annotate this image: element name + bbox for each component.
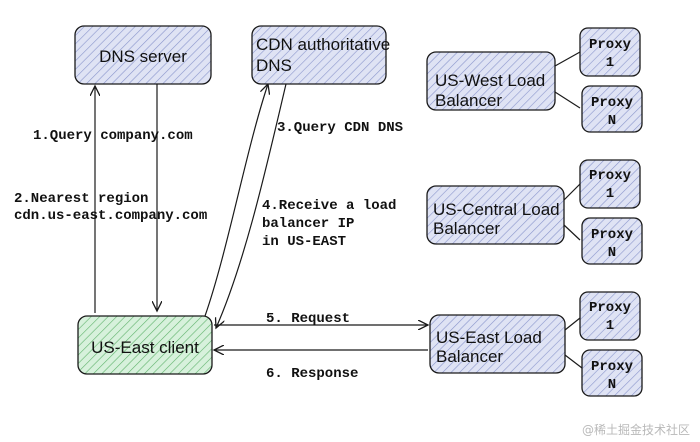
- step4-label-line2: balancer IP: [262, 216, 354, 232]
- proxy-west-n-label: Proxy: [591, 95, 634, 111]
- flow-arrows: [95, 84, 428, 350]
- step6-label: 6. Response: [266, 366, 358, 382]
- cdn-dns-label-line1: CDN authoritative: [256, 35, 390, 54]
- connector-central-n: [563, 224, 581, 241]
- proxy-central-1-index: 1: [606, 186, 614, 202]
- lb-proxy-connectors: [554, 51, 583, 369]
- us-east-lb-label-line2: Balancer: [436, 347, 503, 366]
- proxy-east-1-label: Proxy: [589, 300, 632, 316]
- us-east-lb-label-line1: US-East Load: [436, 328, 542, 347]
- step2-label-line2: cdn.us-east.company.com: [14, 208, 207, 224]
- proxy-east-n-index: N: [608, 377, 616, 393]
- proxy-west-1-index: 1: [606, 55, 614, 71]
- proxy-central-1-label: Proxy: [589, 168, 632, 184]
- watermark: @稀土掘金技术社区: [582, 422, 690, 437]
- us-east-client-node: US-East client: [77, 315, 213, 375]
- dns-server-node: DNS server: [74, 25, 212, 85]
- proxy-east-1-index: 1: [606, 318, 614, 334]
- proxy-central-n: Proxy N: [581, 217, 643, 265]
- step1-label: 1.Query company.com: [33, 128, 193, 144]
- us-central-lb-label-line2: Balancer: [433, 219, 500, 238]
- proxy-west-1: Proxy 1: [579, 27, 641, 77]
- us-east-lb-node: US-East Load Balancer: [429, 314, 566, 374]
- proxy-central-1: Proxy 1: [579, 159, 641, 209]
- proxy-west-1-label: Proxy: [589, 37, 632, 53]
- us-east-client-label: US-East client: [91, 338, 199, 357]
- arrow-query-cdn: [204, 84, 268, 317]
- connector-west-1: [554, 51, 581, 67]
- arrow-receive-lb-ip: [216, 83, 287, 328]
- step4-label-line1: 4.Receive a load: [262, 198, 396, 214]
- connector-west-n: [554, 91, 581, 109]
- us-west-lb-label-line1: US-West Load: [435, 71, 545, 90]
- proxy-east-n: Proxy N: [581, 349, 643, 397]
- proxy-central-n-index: N: [608, 245, 616, 261]
- us-central-lb-node: US-Central Load Balancer: [426, 185, 565, 245]
- dns-server-label: DNS server: [99, 47, 187, 66]
- proxy-central-n-label: Proxy: [591, 227, 634, 243]
- us-central-lb-label-line1: US-Central Load: [433, 200, 560, 219]
- step2-label-line1: 2.Nearest region: [14, 191, 148, 207]
- proxy-west-n: Proxy N: [581, 85, 643, 133]
- connector-central-1: [563, 183, 581, 201]
- proxy-east-1: Proxy 1: [579, 291, 641, 341]
- step5-label: 5. Request: [266, 311, 350, 327]
- connector-east-1: [564, 317, 581, 331]
- proxy-west-n-index: N: [608, 113, 616, 129]
- step3-label: 3.Query CDN DNS: [277, 120, 403, 136]
- cdn-dns-label-line2: DNS: [256, 56, 292, 75]
- proxy-east-n-label: Proxy: [591, 359, 634, 375]
- connector-east-n: [564, 354, 583, 369]
- cdn-dns-node: CDN authoritative DNS: [251, 25, 390, 85]
- step4-label-line3: in US-EAST: [262, 234, 346, 250]
- us-west-lb-label-line2: Balancer: [435, 91, 502, 110]
- us-west-lb-node: US-West Load Balancer: [426, 51, 556, 111]
